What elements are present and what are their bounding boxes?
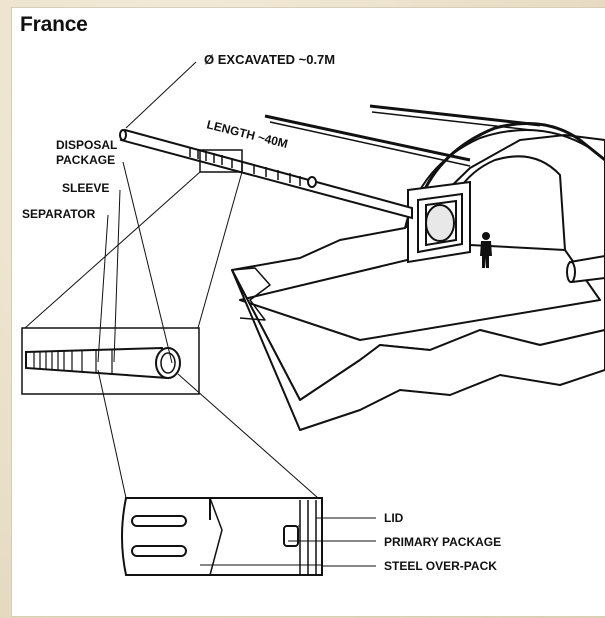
magnified-inset xyxy=(21,171,243,395)
person-silhouette-icon xyxy=(480,232,492,268)
separator-label: SEPARATOR xyxy=(22,207,96,221)
gallery-tunnel xyxy=(231,104,605,431)
sleeve-label: SLEEVE xyxy=(62,181,109,195)
length-label: LENGTH ~40M xyxy=(205,117,289,151)
package-detail xyxy=(121,497,323,576)
primary-package-label: PRIMARY PACKAGE xyxy=(384,535,501,549)
disposal-cell-tube xyxy=(119,128,413,220)
leader-lines xyxy=(97,61,319,499)
lid-label: LID xyxy=(384,511,404,525)
steel-over-pack-label: STEEL OVER-PACK xyxy=(384,559,497,573)
diagram-title: France xyxy=(20,13,88,36)
boring-machine xyxy=(407,180,471,264)
disposal-package-label-line2: PACKAGE xyxy=(56,153,115,167)
zoom-region-box xyxy=(199,149,243,173)
detail-leader-lines xyxy=(288,517,376,567)
diameter-label: Ø EXCAVATED ~0.7M xyxy=(204,52,335,67)
disposal-package-label-line1: DISPOSAL xyxy=(56,138,117,152)
